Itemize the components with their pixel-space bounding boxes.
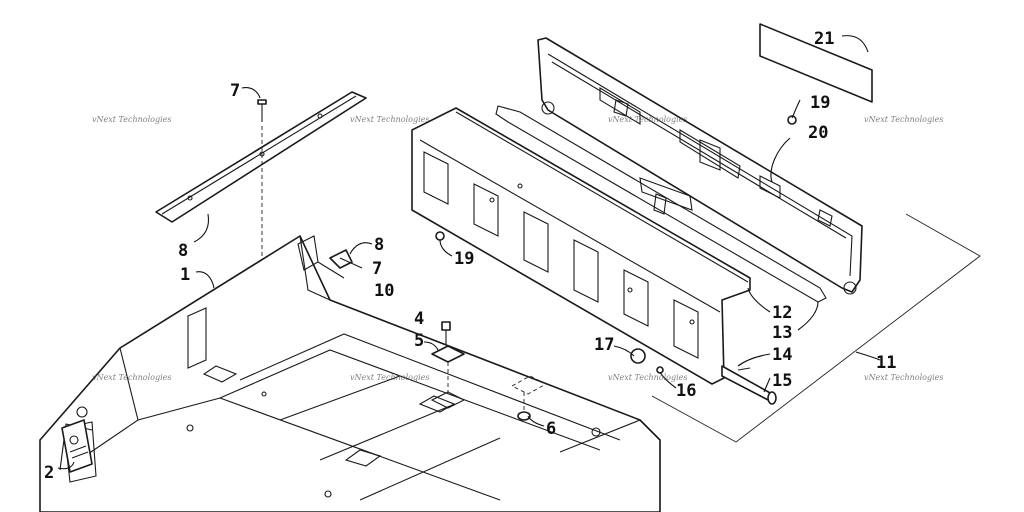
part-2-warning-label	[61, 419, 93, 473]
callout-7-top: 7	[230, 81, 240, 101]
callout-10: 8	[374, 235, 384, 255]
watermark-3: vNext Technologies	[608, 115, 687, 124]
leader-19-left	[439, 239, 453, 257]
part-4-bolt	[441, 321, 451, 344]
leader-13	[747, 287, 771, 313]
callout-15: 14	[772, 345, 792, 365]
watermark-2: vNext Technologies	[350, 115, 429, 124]
part-14-seal	[495, 105, 827, 303]
watermark-7: vNext Technologies	[608, 373, 687, 382]
leader-20	[770, 137, 791, 183]
callout-5: 5	[414, 331, 424, 351]
bracket-left	[297, 235, 319, 271]
callout-16: 15	[772, 371, 792, 391]
part-5-plate	[431, 345, 465, 363]
leader-7-top	[241, 87, 261, 99]
callout-12: 11	[876, 353, 896, 373]
callout-20: 20	[808, 123, 828, 143]
leader-17	[659, 371, 677, 389]
part-7-screw	[339, 257, 363, 269]
callout-19-top: 19	[810, 93, 830, 113]
leader-15	[737, 353, 771, 367]
watermark-8: vNext Technologies	[864, 373, 943, 382]
leader-14	[797, 301, 819, 331]
callout-1: 1	[180, 265, 190, 285]
callout-4: 4	[414, 309, 424, 329]
callout-13: 12	[772, 303, 792, 323]
leader-19-top	[791, 99, 801, 119]
leader-1	[195, 271, 215, 289]
watermark-4: vNext Technologies	[864, 115, 943, 124]
callout-2: 2	[44, 463, 54, 483]
part-18-plug	[630, 348, 646, 364]
leader-8	[193, 213, 210, 243]
part-7-top-screw	[257, 99, 267, 122]
callout-17: 16	[676, 381, 696, 401]
callout-21: 21	[814, 29, 834, 49]
callout-8-main: 8	[178, 241, 188, 261]
part-6-nut	[511, 375, 547, 421]
part-21-decal	[759, 23, 873, 103]
leader-6	[527, 415, 545, 427]
leader-12	[855, 351, 881, 361]
part-20-tailgate-outer	[537, 37, 863, 295]
callout-7-right: 7	[372, 259, 382, 279]
callout-18: 17	[594, 335, 614, 355]
part-19-left-fastener	[435, 231, 445, 241]
leader-16	[763, 377, 771, 393]
leader-10	[349, 242, 373, 255]
watermark-5: vNext Technologies	[92, 373, 171, 382]
leader-2	[57, 461, 75, 470]
part-11-screw	[317, 261, 345, 279]
watermark-6: vNext Technologies	[350, 373, 429, 382]
leader-5	[423, 341, 439, 351]
leader-21	[841, 35, 869, 53]
callout-19-left: 19	[454, 249, 474, 269]
callout-6: 6	[546, 419, 556, 439]
part-19-upper-fastener	[787, 115, 797, 125]
part-15-16-hinge-rod	[721, 365, 777, 405]
callout-11: 10	[374, 281, 394, 301]
watermark-1: vNext Technologies	[92, 115, 171, 124]
part-8-rail	[155, 91, 367, 223]
assembly-12-outline	[651, 213, 981, 443]
floor-hole	[430, 391, 466, 409]
callout-14: 13	[772, 323, 792, 343]
part-13-tailgate-inner	[411, 107, 751, 385]
leader-18	[613, 345, 635, 357]
